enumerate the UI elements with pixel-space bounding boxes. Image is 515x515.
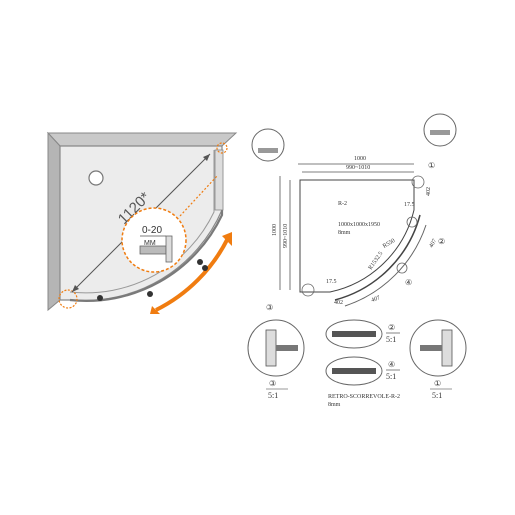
model-size: 1000x1000x1950 — [338, 222, 380, 228]
arrow-head-top — [203, 154, 210, 161]
dim-width-inner: 990~1010 — [346, 165, 370, 171]
detail-3-scale: 5:1 — [268, 391, 278, 400]
fitting-marker-1 — [411, 175, 425, 189]
arrow-head-bottom — [72, 285, 79, 292]
dim-402-bottom: 402 — [334, 300, 343, 306]
dim-r1532: R1532.5 — [368, 251, 385, 271]
detail-4-scale: 5:1 — [386, 372, 396, 381]
dim-17-5-bottom: 17.5 — [326, 279, 337, 285]
detail-3-glass — [276, 345, 298, 351]
corner-shower-3d-view: 1120* 0-20 MM — [46, 131, 238, 314]
adjust-unit: MM — [144, 240, 156, 247]
roller-4 — [97, 295, 103, 301]
plan-view: 1000 990~1010 1000 990~1010 R-2 1000x100… — [251, 113, 457, 312]
detail-2-scale: 5:1 — [386, 335, 396, 344]
fitting-top-right — [216, 142, 228, 154]
detail-2-glass — [332, 331, 376, 337]
model-name: R-2 — [338, 201, 347, 207]
dim-height-total: 1000 — [272, 224, 278, 236]
arrow-head-rotation-bottom — [150, 306, 160, 314]
caption-model: RETRO-SCORREVOLE-R-2 — [328, 394, 400, 400]
detail-4-glass — [332, 368, 376, 374]
marker-3: ③ — [266, 303, 273, 312]
detail-1-scale: 5:1 — [432, 391, 442, 400]
detail-top-right-glass — [430, 130, 450, 135]
detail-2-marker: ② — [388, 323, 395, 332]
dim-r550: R550 — [382, 238, 396, 250]
curved-glass-door-inner — [69, 150, 215, 294]
dim-402-top: 402 — [426, 187, 432, 196]
callout-line — [179, 174, 219, 217]
detail-top-left-glass — [258, 148, 278, 153]
marker-4: ④ — [405, 278, 412, 287]
marker-2: ② — [438, 237, 445, 246]
side-wall — [47, 131, 61, 312]
caption-glass: 8mm — [328, 402, 341, 408]
callout-profile — [165, 235, 173, 263]
callout-glass — [139, 245, 167, 255]
curved-glass-door — [69, 150, 224, 302]
detail-1-profile — [441, 329, 453, 367]
roller-1 — [197, 259, 203, 265]
adjust-range: 0-20 — [142, 225, 162, 236]
detail-3-marker: ③ — [269, 379, 276, 388]
sliding-door-curve — [334, 214, 421, 301]
arrow-head-rotation-top — [222, 232, 232, 246]
fitting-bottom-left — [58, 289, 78, 309]
detail-3-profile — [265, 329, 277, 367]
sliding-direction-arrow — [155, 237, 230, 312]
enclosure-outline — [299, 179, 415, 293]
model-glass: 8mm — [338, 230, 351, 236]
fitting-marker-3 — [301, 283, 315, 297]
dim-407-top: 407 — [429, 238, 439, 249]
dim-width-total: 1000 — [354, 156, 366, 162]
back-wall — [46, 132, 238, 147]
marker-1: ① — [428, 161, 435, 170]
dim-407-bottom: 407 — [371, 295, 382, 304]
roller-2 — [202, 265, 208, 271]
detail-top-left — [251, 128, 285, 162]
roller-3 — [147, 291, 153, 297]
wall-profile — [214, 149, 224, 211]
sliding-door-curve-outer — [344, 224, 427, 307]
detail-1-marker: ① — [434, 379, 441, 388]
detail-4-marker: ④ — [388, 360, 395, 369]
fitting-marker-2 — [406, 216, 418, 228]
dim-17-5-top: 17.5 — [404, 202, 415, 208]
drain-icon — [88, 170, 104, 186]
detail-views: ③ 5:1 ② 5:1 ④ 5:1 RETRO-SCORREVOLE-R-2 8… — [247, 319, 467, 408]
fitting-marker-4 — [396, 262, 408, 274]
dim-height-inner: 990~1010 — [283, 224, 289, 248]
detail-1-glass — [420, 345, 442, 351]
